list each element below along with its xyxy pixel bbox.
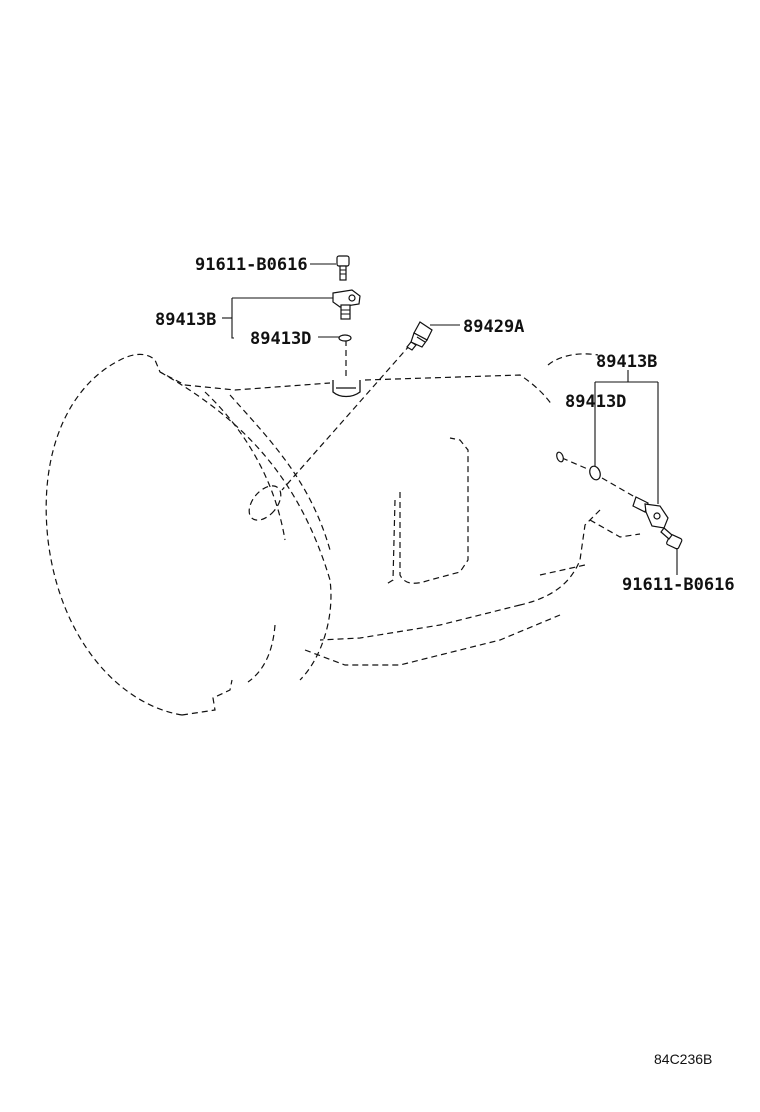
callout-leaders <box>222 263 678 575</box>
bolt-right <box>660 527 683 550</box>
o-ring-top <box>338 334 352 342</box>
label-bolt-right: 91611-B0616 <box>622 575 735 595</box>
pressure-switch <box>406 321 433 351</box>
label-pressure-switch: 89429A <box>463 317 524 337</box>
sensor-right-tip <box>556 451 564 463</box>
o-ring-right <box>589 465 601 481</box>
diagram-ref-code: 84C236B <box>654 1051 712 1067</box>
label-o-ring-right: 89413D <box>565 392 626 412</box>
bolt-top <box>336 255 350 281</box>
speed-sensor-top <box>332 289 361 320</box>
label-o-ring-top: 89413D <box>250 329 311 349</box>
label-bolt-top: 91611-B0616 <box>195 255 308 275</box>
transmission-housing <box>45 353 641 716</box>
label-sensor-top: 89413B <box>155 310 216 330</box>
assembly-lines <box>281 340 641 501</box>
speed-sensor-right <box>632 496 669 529</box>
label-sensor-right: 89413B <box>596 352 657 372</box>
